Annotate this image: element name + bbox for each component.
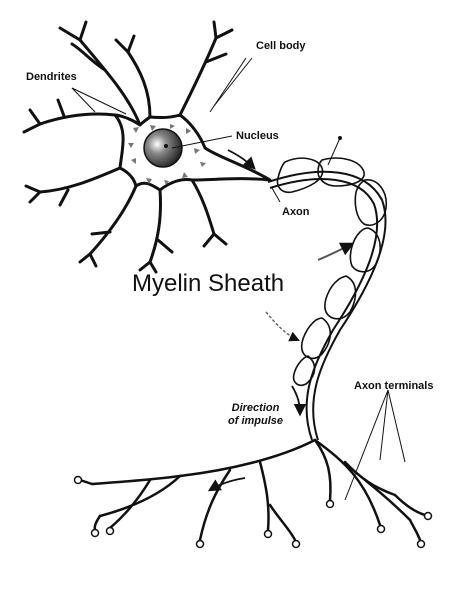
- axon-terminal-knobs: [73, 475, 433, 549]
- dendrites-branches: [22, 20, 234, 274]
- myelin-sheath-segments: [276, 157, 388, 387]
- impulse-arrows: [207, 149, 307, 492]
- label-myelin-sheath: Myelin Sheath: [132, 270, 285, 297]
- label-pointer-lines: [71, 57, 406, 501]
- label-direction-line-2: of impulse: [228, 415, 284, 427]
- label-direction-line-1: Direction: [231, 402, 280, 414]
- cell-body-markings: [128, 124, 206, 185]
- label-axon: Axon: [282, 206, 310, 218]
- label-cell-body: Cell body: [256, 40, 306, 52]
- nucleus-shape: [143, 128, 183, 168]
- cell-body-soma: [113, 113, 272, 192]
- label-nucleus: Nucleus: [236, 130, 279, 142]
- axon-terminal-branches: [78, 438, 427, 542]
- label-axon-terminals: Axon terminals: [354, 380, 434, 392]
- label-direction-of-impulse: Direction of impulse: [228, 402, 283, 428]
- label-dendrites: Dendrites: [26, 71, 77, 83]
